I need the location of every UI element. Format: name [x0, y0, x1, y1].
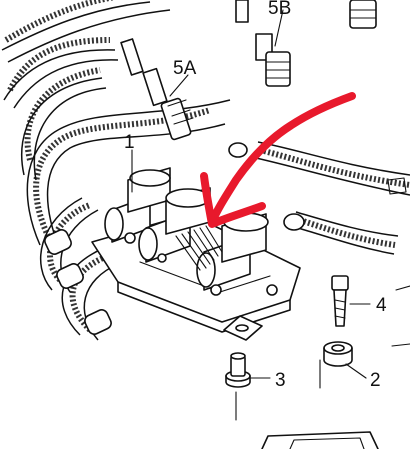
label-part-3: 3 — [275, 370, 286, 391]
spark-plug-connector-5b — [235, 0, 291, 87]
spark-plug-connector-5a — [120, 38, 194, 141]
red-annotation-arrow — [200, 92, 356, 228]
ignition-wire-bundle-right — [255, 141, 410, 255]
spark-plug-connector-top-right — [349, 0, 377, 29]
leader-lines — [131, 9, 371, 421]
stud-bolt — [225, 352, 251, 388]
mounting-bracket — [223, 315, 263, 341]
label-part-4: 4 — [376, 295, 387, 316]
label-part-5b: 5B — [268, 0, 291, 19]
mounting-bolt — [331, 275, 349, 327]
label-part-1: 1 — [124, 132, 135, 153]
label-part-5a: 5A — [173, 58, 197, 79]
engine-housing-edge — [261, 285, 410, 449]
label-part-2: 2 — [370, 370, 381, 391]
spark-plug-connectors-left — [44, 229, 112, 335]
ignition-coil-pack — [91, 142, 305, 333]
coil-cooling-fins — [175, 225, 223, 271]
rubber-grommet — [323, 341, 353, 367]
